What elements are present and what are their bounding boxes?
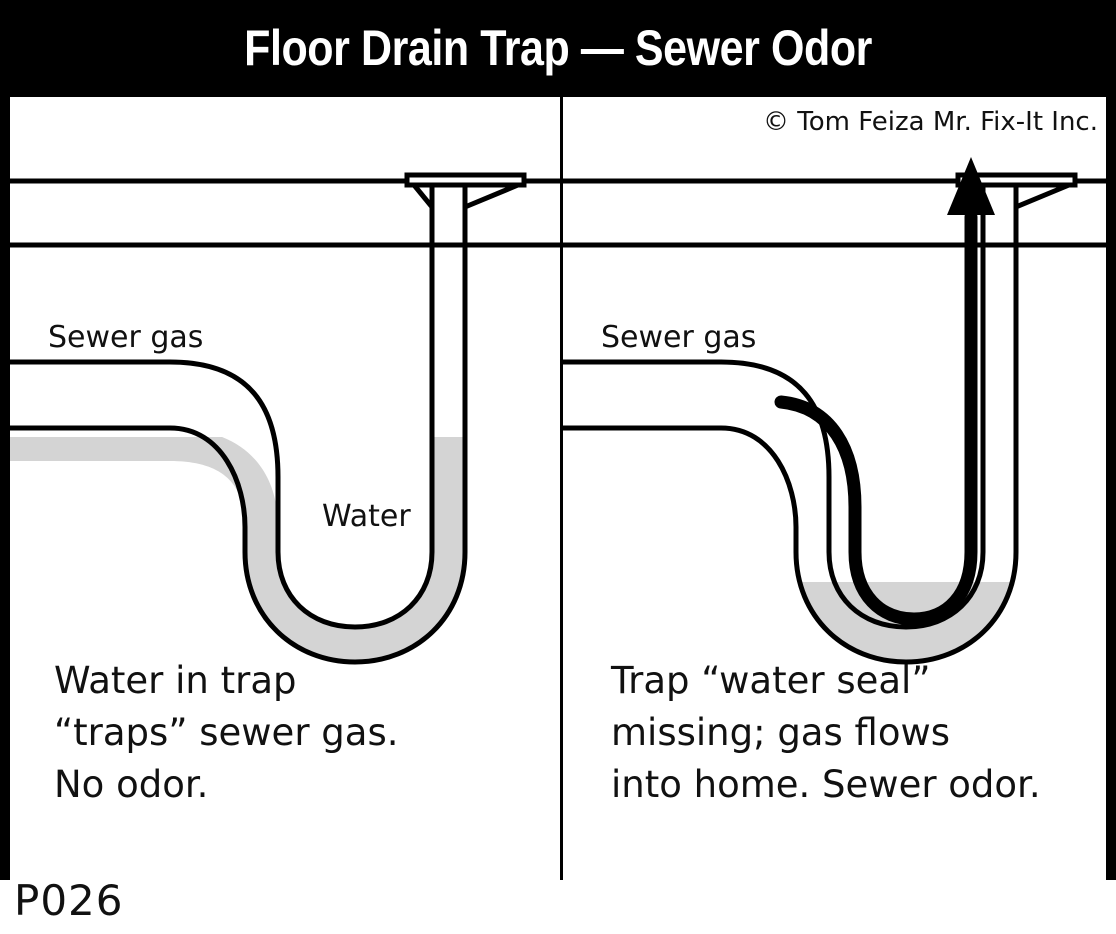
water-fill-region xyxy=(10,437,465,662)
left-trap-drawing xyxy=(10,172,560,665)
label-water: Water xyxy=(322,499,411,534)
panel-divider xyxy=(560,97,563,880)
title-bar: Floor Drain Trap — Sewer Odor xyxy=(0,0,1116,95)
trap-pipe-outline xyxy=(563,183,1019,665)
floor-lines xyxy=(563,178,1106,248)
panel-trap-with-water-seal: Sewer gas Water Water in trap “traps” se… xyxy=(10,97,560,880)
panel-container: Sewer gas Water Water in trap “traps” se… xyxy=(10,97,1106,880)
label-sewer-gas: Sewer gas xyxy=(48,320,204,355)
panel-trap-missing-water-seal: © Tom Feiza Mr. Fix-It Inc. xyxy=(563,97,1106,880)
floor-lines xyxy=(10,178,560,248)
copyright-notice: © Tom Feiza Mr. Fix-It Inc. xyxy=(763,107,1098,137)
right-trap-drawing xyxy=(563,157,1106,665)
caption-right: Trap “water seal” missing; gas flows int… xyxy=(611,659,1041,806)
floor-drain-grate xyxy=(404,172,527,210)
sewer-gas-flow-arrow xyxy=(774,157,995,626)
caption-left: Water in trap “traps” sewer gas. No odor… xyxy=(54,659,399,806)
label-sewer-gas: Sewer gas xyxy=(601,320,757,355)
trap-pipe-outline xyxy=(10,183,468,665)
bottom-strip: P026 xyxy=(0,876,1116,934)
plate-code: P026 xyxy=(14,876,124,925)
page-title: Floor Drain Trap — Sewer Odor xyxy=(244,19,872,76)
